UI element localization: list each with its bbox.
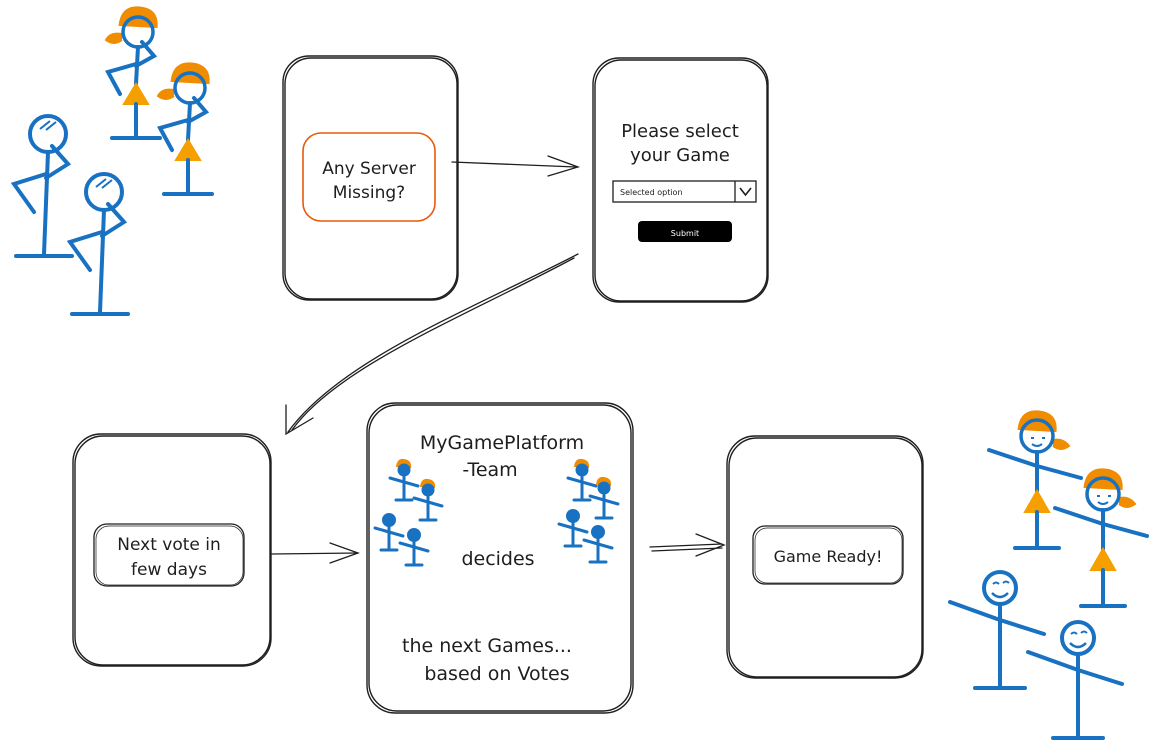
woman-figure-icon <box>1053 467 1149 608</box>
next-games-line1: the next Games... <box>402 635 572 657</box>
server-missing-line2: Missing? <box>333 183 405 203</box>
chevron-down-icon <box>739 187 752 197</box>
crowd-bottom-right <box>948 409 1149 740</box>
team-title-line2: -Team <box>462 459 517 481</box>
screen-game-ready: Game Ready! <box>726 435 924 679</box>
team-title-line1: MyGamePlatform <box>420 432 584 454</box>
select-game-title-line1: Please select <box>621 121 739 142</box>
woman-figure-icon <box>156 61 214 197</box>
next-games-line2: based on Votes <box>424 663 569 685</box>
next-vote-box[interactable] <box>93 523 245 587</box>
game-ready-text: Game Ready! <box>774 547 883 566</box>
man-figure-icon <box>68 172 130 316</box>
select-game-title-line2: your Game <box>630 145 730 166</box>
arrow-1-to-2 <box>451 155 581 177</box>
select-value: Selected option <box>620 188 683 197</box>
woman-figure-icon <box>987 409 1083 550</box>
screen-select-game: Please select your Game Selected option … <box>592 57 769 303</box>
game-select-dropdown[interactable]: Selected option <box>612 180 757 203</box>
server-missing-line1: Any Server <box>322 159 416 179</box>
woman-figure-icon <box>104 5 162 141</box>
arrow-4-to-5 <box>649 533 726 557</box>
team-figures-right <box>557 457 620 564</box>
arrow-3-to-4 <box>271 542 360 564</box>
arrow-2-to-3 <box>285 253 579 436</box>
man-figure-icon <box>1026 620 1124 740</box>
submit-label: Submit <box>671 229 699 238</box>
screen-team-decides: MyGamePlatform -Team decides the next Ga… <box>366 402 634 714</box>
team-figures-left <box>373 457 444 567</box>
man-figure-icon <box>948 570 1046 690</box>
submit-button[interactable]: Submit <box>638 221 732 242</box>
decides-text: decides <box>461 548 534 570</box>
server-missing-box[interactable] <box>302 132 436 222</box>
man-figure-icon <box>12 114 74 258</box>
crowd-top-left <box>12 5 214 316</box>
next-vote-line2: few days <box>131 560 207 580</box>
screen-next-vote: Next vote in few days <box>72 433 272 667</box>
screen-any-server-missing: Any Server Missing? <box>282 55 459 301</box>
next-vote-line1: Next vote in <box>117 535 221 555</box>
game-ready-box[interactable] <box>752 525 904 585</box>
